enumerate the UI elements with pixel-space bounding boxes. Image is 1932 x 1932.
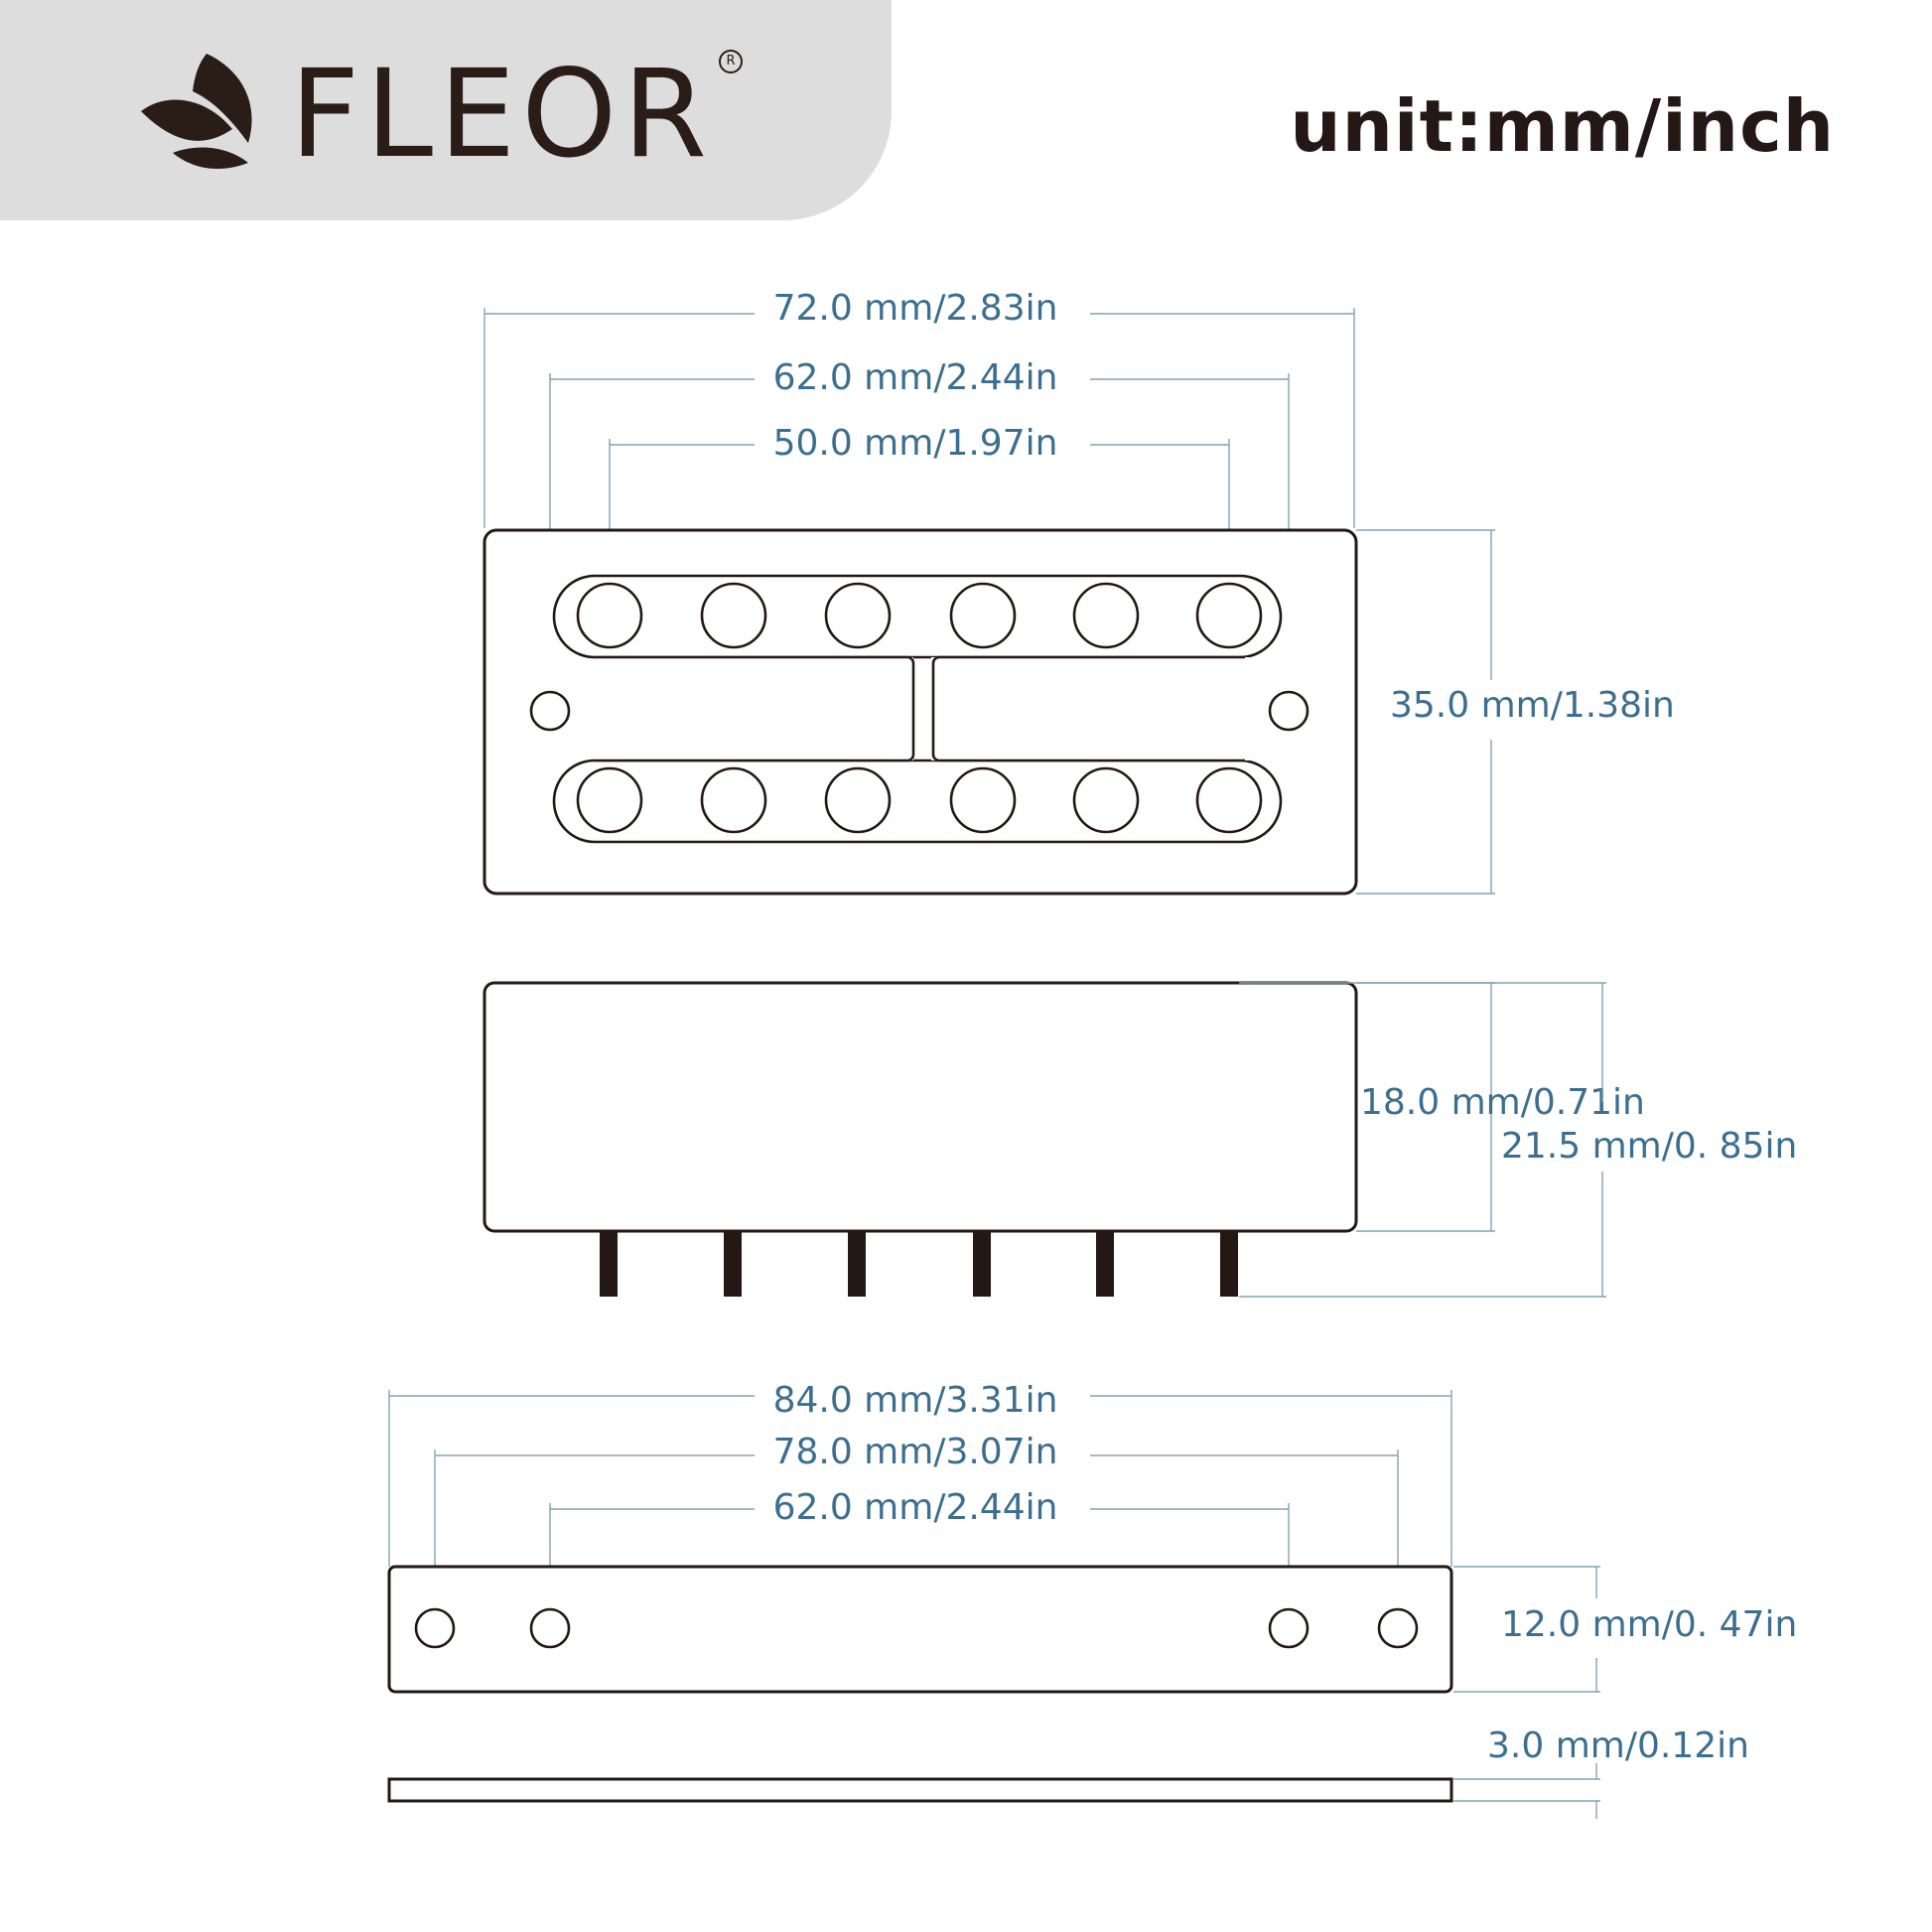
dimension-total-height: 21.5 mm/0. 85in [1501, 1126, 1797, 1167]
leaf-logo-icon [141, 54, 252, 169]
dimension-height: 35.0 mm/1.38in [1390, 685, 1675, 726]
pole-piece [1072, 766, 1140, 834]
pole-piece [1195, 766, 1263, 834]
plate-hole [529, 1607, 571, 1649]
plate-hole [1268, 1607, 1310, 1649]
pole-piece [824, 766, 892, 834]
pole-piece [949, 766, 1017, 834]
pole-piece [1195, 582, 1263, 649]
pole-piece [949, 582, 1017, 649]
pickup-pin [600, 1231, 618, 1297]
dimension-pole-spacing: 50.0 mm/1.97in [773, 423, 1058, 464]
pickup-pin [973, 1231, 991, 1297]
mounting-hole [1268, 690, 1310, 732]
dimension-body-height: 18.0 mm/0.71in [1360, 1082, 1645, 1123]
pole-piece [1072, 582, 1140, 649]
dimension-plate-height: 12.0 mm/0. 47in [1501, 1604, 1797, 1645]
plate-hole [1377, 1607, 1419, 1649]
pickup-pin [724, 1231, 742, 1297]
dimension-plate-thickness: 3.0 mm/0.12in [1487, 1725, 1749, 1766]
registered-mark: R [719, 50, 743, 73]
base-plate-view: 84.0 mm/3.31in 78.0 mm/3.07in 62.0 mm/2.… [387, 1380, 1797, 1819]
dimension-outer-hole-spacing: 78.0 mm/3.07in [773, 1432, 1058, 1472]
pole-piece [576, 766, 643, 834]
pole-piece [576, 582, 643, 649]
dimension-inner-hole-spacing: 62.0 mm/2.44in [773, 1487, 1058, 1528]
dimension-plate-width-overall: 84.0 mm/3.31in [773, 1380, 1058, 1421]
pickup-pin [1220, 1231, 1238, 1297]
pickup-pin [848, 1231, 866, 1297]
pole-piece [824, 582, 892, 649]
mounting-hole [529, 690, 571, 732]
plate-hole [414, 1607, 456, 1649]
unit-title: unit:mm/inch [1290, 84, 1835, 168]
side-view: 18.0 mm/0.71in 21.5 mm/0. 85in [483, 981, 1797, 1298]
dimension-mounting-hole-spacing: 62.0 mm/2.44in [773, 357, 1058, 398]
brand-name: FLEOR [290, 44, 714, 185]
pole-piece [700, 582, 767, 649]
top-view: 72.0 mm/2.83in 62.0 mm/2.44in 50.0 mm/1.… [483, 288, 1675, 896]
dimension-width-overall: 72.0 mm/2.83in [773, 288, 1058, 329]
pickup-pin [1096, 1231, 1114, 1297]
pole-piece [700, 766, 767, 834]
